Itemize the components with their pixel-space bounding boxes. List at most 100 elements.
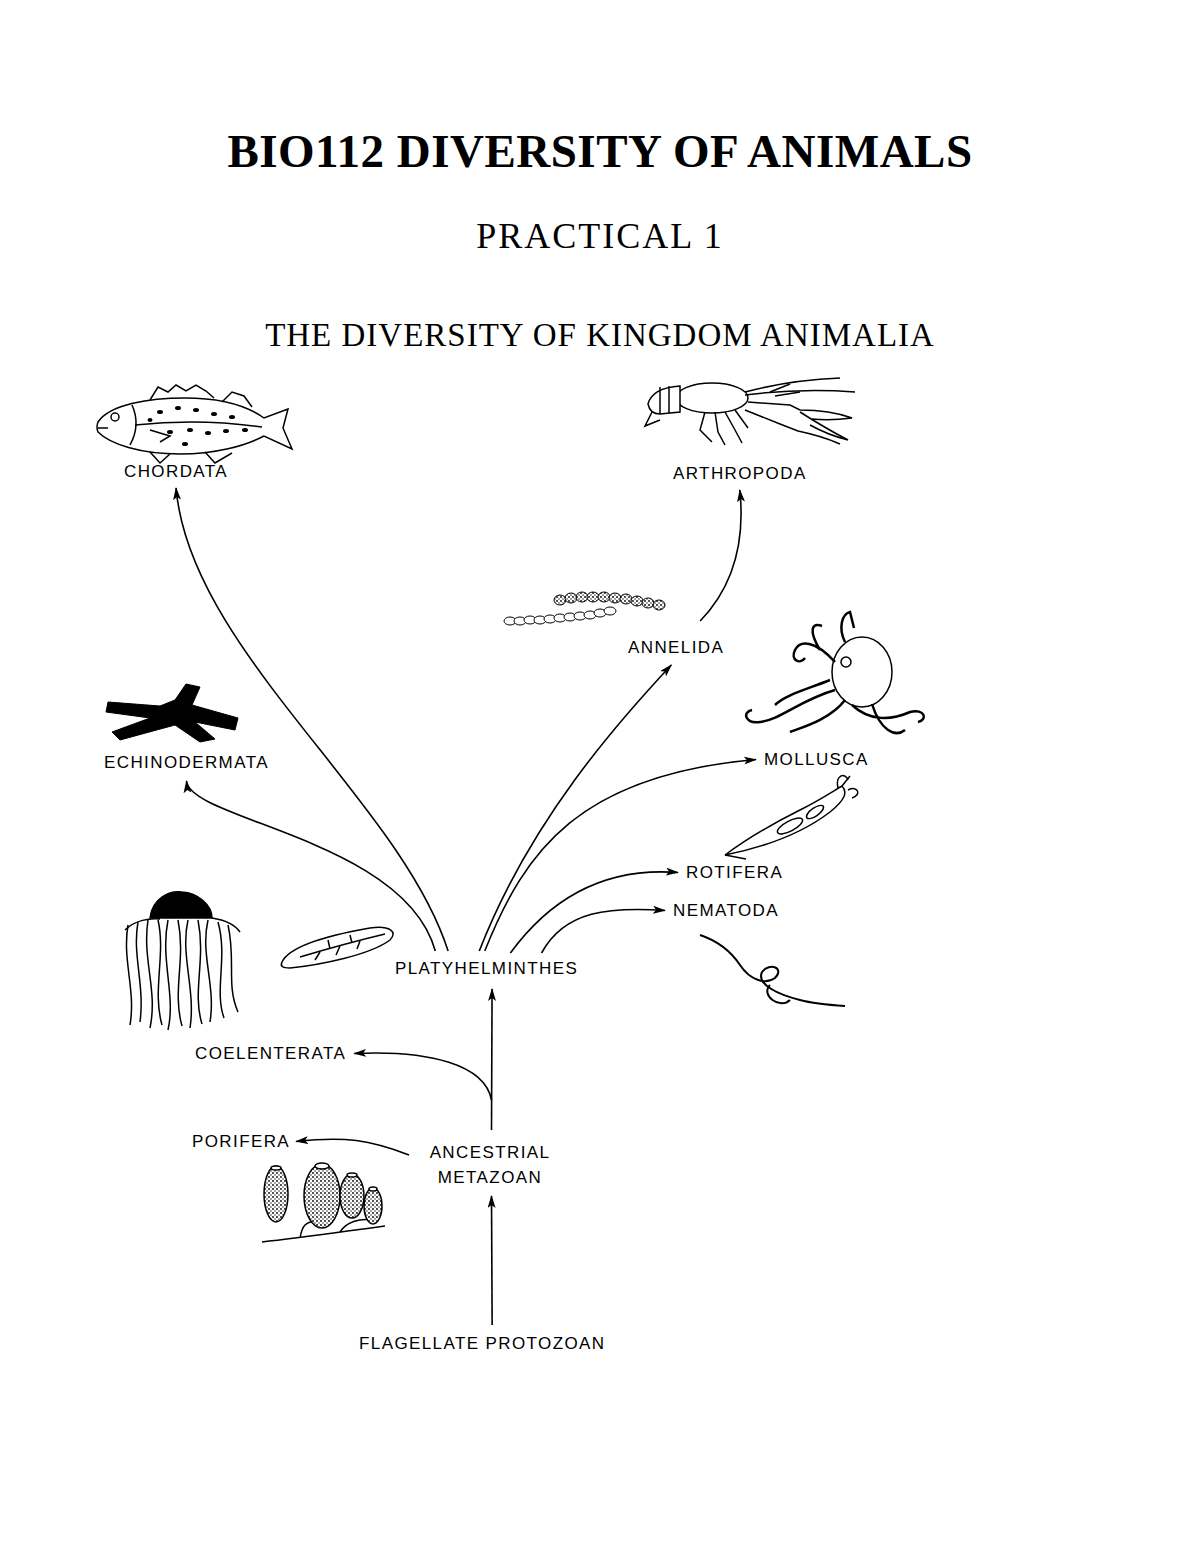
fish-drawing (98, 427, 108, 429)
page-title: BIO112 DIVERSITY OF ANIMALS (0, 128, 1200, 175)
annelid-drawing (554, 592, 665, 610)
octopus-drawing (746, 612, 924, 733)
fish-drawing (111, 413, 119, 421)
taxon-label: FLAGELLATE PROTOZOAN (359, 1331, 606, 1356)
flatworm-drawing (300, 934, 385, 957)
fish-drawing (182, 442, 188, 446)
fish-drawing (223, 429, 229, 433)
rotifer-drawing (725, 776, 858, 859)
rotifer-drawing (805, 803, 826, 821)
taxon-name: FLAGELLATE PROTOZOAN (359, 1331, 606, 1356)
jellyfish-drawing (186, 920, 192, 1028)
flatworm-drawing (315, 935, 360, 960)
fish-drawing (150, 430, 170, 442)
connector-arrow (186, 781, 435, 951)
sponge-drawing (304, 1164, 340, 1228)
fish-drawing (187, 428, 193, 432)
sponge-drawing (340, 1174, 364, 1218)
taxon-label: ANNELIDA (628, 635, 724, 660)
fish-drawing (242, 428, 248, 432)
jellyfish-drawing (150, 892, 212, 918)
starfish-drawing (106, 684, 238, 742)
jellyfish-drawing (198, 920, 202, 1024)
rotifer-drawing (775, 815, 804, 837)
taxon-name: ANNELIDA (628, 635, 724, 660)
octopus-drawing (790, 700, 845, 732)
sponge-drawing (364, 1188, 382, 1224)
fish-drawing (148, 418, 153, 422)
connector-arrow (542, 909, 665, 953)
annelid-drawing (576, 592, 588, 602)
crayfish-drawing (770, 384, 800, 396)
jellyfish-drawing (136, 922, 141, 1022)
annelid-drawing (565, 593, 577, 603)
subtitle: PRACTICAL 1 (0, 218, 1200, 254)
taxon-label: NEMATODA (673, 898, 779, 923)
octopus-drawing (775, 680, 830, 705)
taxon-label: CHORDATA (124, 459, 228, 484)
jellyfish-drawing (147, 920, 153, 1028)
connector-arrow (510, 872, 678, 953)
crayfish-drawing (700, 410, 748, 445)
annelid-drawing (587, 592, 599, 602)
connector-arrow (296, 1139, 409, 1155)
jellyfish-drawing (218, 922, 224, 1018)
crayfish-drawing (676, 383, 748, 413)
flatworm-drawing (281, 927, 393, 968)
fish-drawing (222, 392, 252, 407)
jellyfish-drawing (178, 920, 182, 1026)
connector-arrow (491, 1196, 493, 1325)
jellyfish-drawing (158, 920, 162, 1025)
crayfish-drawing (648, 386, 680, 414)
taxon-label: COELENTERATA (195, 1041, 346, 1066)
taxon-name: ANCESTRIAL METAZOAN (415, 1140, 565, 1190)
fish-drawing (148, 406, 249, 446)
annelid-drawing (504, 607, 616, 625)
taxon-name: ARTHROPODA (673, 461, 807, 486)
annelid-drawing (504, 592, 665, 625)
subtitle: THE DIVERSITY OF KINGDOM ANIMALIA (0, 319, 1200, 352)
nematode-drawing (700, 935, 845, 1006)
fish-drawing (211, 412, 217, 416)
annelid-drawing (554, 595, 566, 605)
connector-arrow (485, 760, 756, 952)
jellyfish-drawing (166, 920, 171, 1030)
crayfish-drawing (745, 410, 840, 444)
rotifer-drawing (725, 855, 746, 859)
connector-arrow (491, 989, 493, 1130)
taxon-label: PLATYHELMINTHES (395, 956, 578, 981)
taxon-name: CHORDATA (124, 459, 228, 484)
taxon-name: ROTIFERA (686, 860, 783, 885)
rotifer-drawing (725, 786, 845, 855)
jellyfish-drawing (126, 925, 131, 1025)
annelid-drawing (620, 594, 632, 604)
fish-drawing (205, 431, 211, 435)
jellyfish-drawing (125, 892, 240, 1030)
fish-drawing (97, 398, 292, 454)
sponge-drawing (271, 1166, 281, 1170)
crayfish-drawing (748, 402, 852, 440)
octopus-drawing (852, 705, 924, 722)
crayfish-drawing (645, 378, 855, 445)
octopus-drawing (832, 637, 892, 707)
fish-drawing (150, 385, 214, 400)
fish-drawing (175, 406, 181, 410)
crayfish-drawing (745, 378, 855, 395)
fish-drawing (135, 422, 262, 427)
sponge-drawing (315, 1163, 329, 1169)
nematode-drawing (700, 935, 845, 1006)
taxon-label: ANCESTRIAL METAZOAN (415, 1140, 565, 1190)
jellyfish-drawing (125, 918, 240, 932)
sponge-drawing (347, 1173, 357, 1177)
fish-drawing (205, 452, 232, 463)
jellyfish-drawing (206, 920, 212, 1022)
octopus-drawing (872, 704, 905, 733)
sponge-drawing (262, 1163, 385, 1242)
fish-drawing (97, 385, 292, 463)
octopus-drawing (813, 625, 822, 650)
octopus-drawing (794, 644, 835, 662)
connector-arrow (354, 1053, 491, 1100)
taxon-name: NEMATODA (673, 898, 779, 923)
